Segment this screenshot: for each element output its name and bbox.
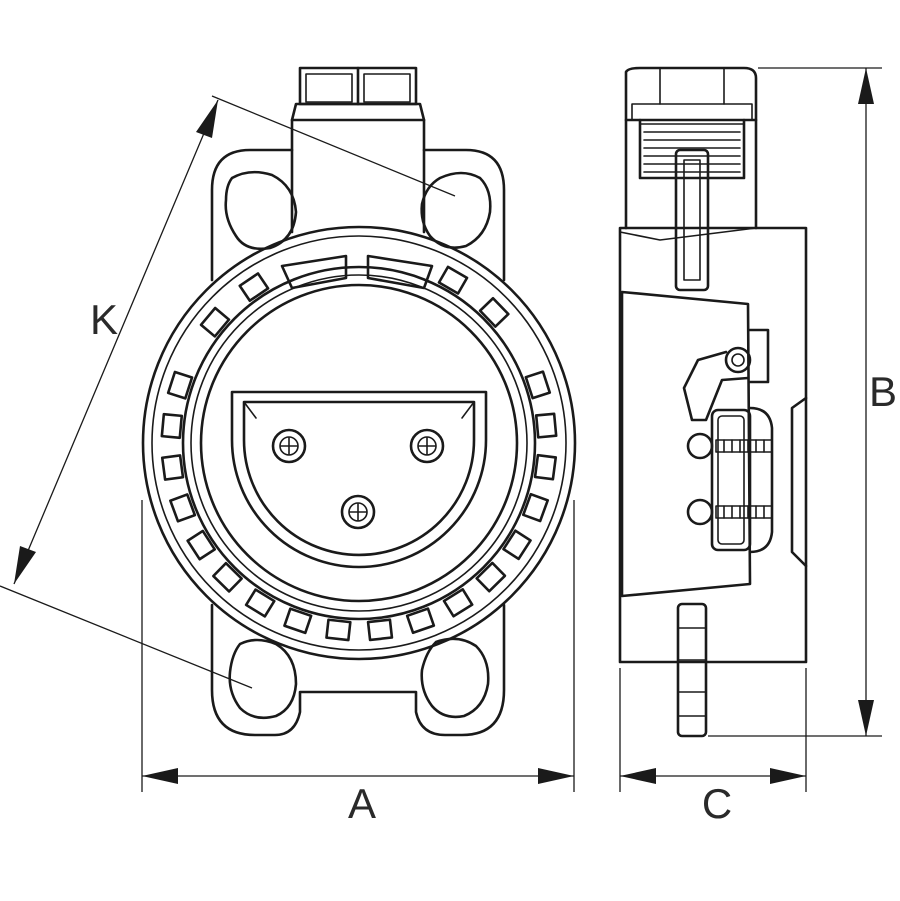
dimension-c-label: C [702,780,732,827]
ring-slot [244,588,276,618]
side-latch-stem [674,148,710,292]
mounting-hole-top-left [224,170,298,251]
dimension-c [619,668,807,792]
ring-slots [160,265,558,642]
ring-slot [238,272,270,303]
ring-slot [166,370,194,400]
ring-slot [437,265,469,295]
side-view [618,66,808,738]
mounting-hole-bottom-left [228,638,298,720]
side-body [618,226,808,664]
ring-slot [366,618,394,642]
ring-slot [325,618,352,642]
ring-slot [160,454,185,481]
side-gland-cap [624,66,758,122]
ring-slot [199,306,231,338]
ring-slot [524,370,552,400]
ring-slot [534,412,558,439]
side-thread [638,118,746,180]
top-gland [290,66,426,234]
ring-slot [533,453,558,481]
side-lid [620,290,752,598]
ring-slot [478,296,510,328]
ring-slot [169,493,197,523]
ring-slot [502,529,532,561]
ring-slot [405,607,436,635]
ring-slot [442,588,474,618]
inner-face [199,283,519,603]
ring-slot [475,561,507,593]
dimension-k [0,95,456,689]
ring-slot [186,529,217,561]
side-clamp [710,408,752,552]
ring-slot [521,492,550,523]
dimension-b-label: B [869,368,897,415]
outer-ring [141,225,577,661]
dimension-a-label: A [348,780,376,827]
dimension-a [141,500,575,792]
ring-slot [160,412,184,440]
ring-slot [212,561,243,593]
dimension-k-label: K [90,296,118,343]
bezel-ring [181,265,537,621]
side-bolt-upper [715,439,773,453]
top-slot-right [366,254,434,290]
side-bottom-tab [676,602,708,738]
socket-insert [230,390,488,569]
screw-right [409,428,445,464]
mounting-hole-bottom-right [420,637,490,719]
dimension-b [708,67,882,737]
screw-bottom [340,494,376,530]
ring-slot [283,607,313,635]
mounting-flange [210,148,506,737]
top-slot-left [280,254,348,290]
front-view [141,66,577,737]
mounting-hole-top-right [420,171,492,249]
screw-left [271,428,307,464]
side-bolt-lower [715,505,773,519]
